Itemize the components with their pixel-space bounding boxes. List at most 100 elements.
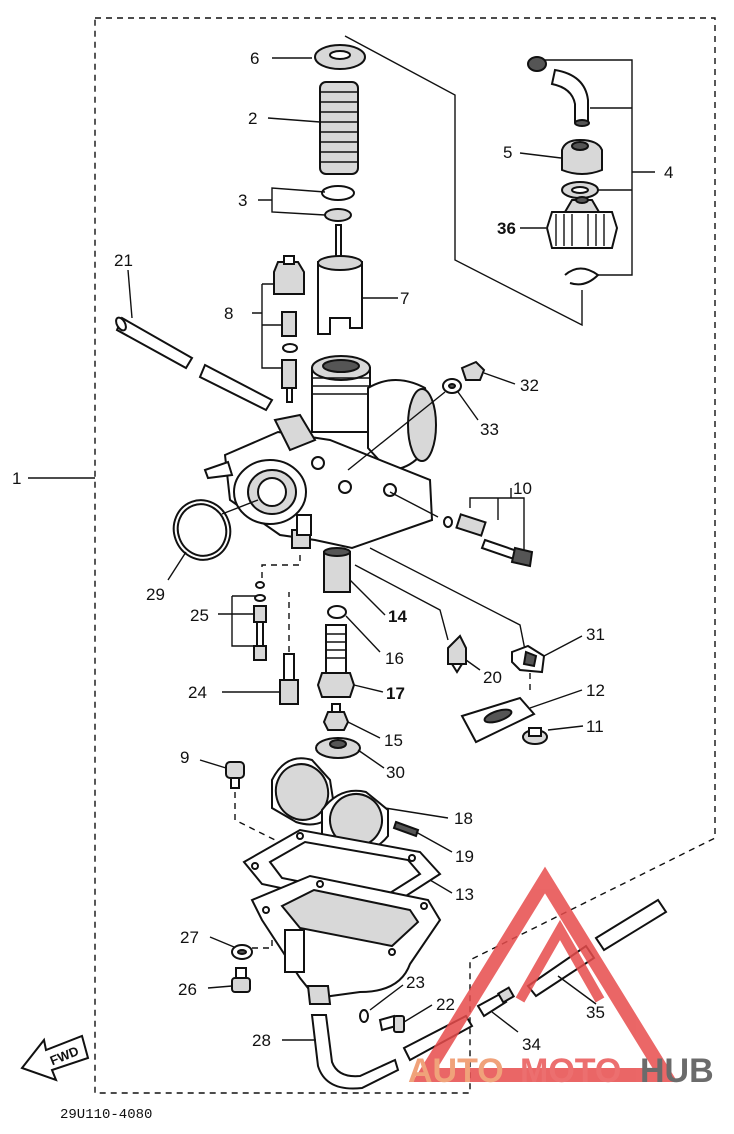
leader-2 [267, 117, 321, 123]
part-float-18 [271, 757, 389, 852]
part-pilot-jet-25 [253, 581, 267, 661]
leader-23 [369, 984, 404, 1011]
leader-27 [209, 936, 235, 948]
callout-21: 21 [114, 251, 133, 270]
watermark-text-moto: MOTO [520, 1052, 621, 1090]
part-clip-ring [564, 267, 600, 286]
part-oring-16 [327, 605, 347, 619]
callout-33: 33 [480, 420, 499, 439]
part-main-jet-15 [322, 703, 350, 731]
part-stop-screw-10 [443, 513, 534, 568]
callout-2: 2 [248, 109, 257, 128]
leader-34 [491, 1011, 519, 1033]
part-tube-21 [115, 316, 274, 412]
part-oring-29 [172, 499, 232, 561]
leader-10 [389, 488, 525, 550]
leader-32-body [347, 391, 446, 471]
callout-29: 29 [146, 585, 165, 604]
callout-32: 32 [520, 376, 539, 395]
callout-36: 36 [497, 219, 516, 238]
watermark-text-auto: AUTO [408, 1052, 504, 1090]
callout-11: 11 [586, 717, 604, 736]
leader-32 [483, 372, 516, 385]
leader-20 [465, 659, 481, 671]
part-washer-30 [315, 737, 361, 759]
part-starter-jet-24 [279, 653, 299, 705]
callout-5: 5 [503, 143, 512, 162]
callout-17: 17 [386, 684, 405, 703]
leader-5 [519, 152, 562, 159]
callout-16: 16 [385, 649, 404, 668]
callout-4: 4 [664, 163, 673, 182]
part-float-needle-20 [447, 634, 467, 674]
part-throttle-valve-7 [317, 255, 363, 335]
part-screw-22 [378, 1014, 405, 1033]
part-screw-9 [225, 761, 245, 789]
callout-19: 19 [455, 847, 474, 866]
leader-12 [529, 689, 583, 709]
callout-10: 10 [513, 479, 532, 498]
leader-21 [127, 269, 133, 319]
leader-29-body [221, 499, 259, 515]
callout-13: 13 [455, 885, 474, 904]
callout-25: 25 [190, 606, 209, 625]
callout-35: 35 [586, 1003, 605, 1022]
callout-22: 22 [436, 995, 455, 1014]
callout-9: 9 [180, 748, 189, 767]
leader-body-right [354, 547, 526, 651]
leader-19 [415, 831, 453, 853]
leader-16 [345, 615, 381, 653]
leader-4-bracket [540, 59, 655, 276]
assembly-outline [94, 17, 716, 1094]
callout-1: 1 [12, 469, 21, 488]
callout-8: 8 [224, 304, 233, 323]
part-washer-33 [442, 378, 462, 394]
part-drain-screw-26 [231, 967, 251, 993]
watermark-logo [412, 866, 678, 1082]
part-plate-12 [460, 696, 536, 744]
leader-9-down [234, 792, 286, 870]
callout-7: 7 [400, 289, 409, 308]
callout-12: 12 [586, 681, 605, 700]
callout-6: 6 [250, 49, 259, 68]
leader-9 [199, 759, 227, 769]
part-main-nozzle-17 [316, 624, 356, 698]
part-cable-elbow-4 [527, 56, 590, 127]
leader-35 [557, 975, 597, 1005]
part-fitting-34 [476, 986, 516, 1018]
part-carburetor-body [203, 355, 437, 550]
part-hose-28 [310, 1014, 400, 1090]
callout-24: 24 [188, 683, 207, 702]
callout-3: 3 [238, 191, 247, 210]
callout-20: 20 [483, 668, 502, 687]
leader-26 [207, 985, 233, 989]
leader-17 [353, 684, 384, 693]
part-cap-36 [545, 196, 619, 249]
leader-13 [429, 879, 453, 894]
callout-26: 26 [178, 980, 197, 999]
part-clip-3 [321, 185, 355, 222]
callout-14: 14 [388, 607, 407, 626]
part-screw-32 [460, 360, 486, 381]
leader-29 [167, 551, 187, 581]
part-spring-2 [319, 81, 359, 175]
leader-15 [347, 721, 381, 739]
callout-34: 34 [522, 1035, 541, 1054]
part-gasket [561, 181, 599, 199]
part-oring-23 [359, 1009, 369, 1023]
leader-8 [252, 283, 282, 369]
leader-27-bowl [252, 936, 273, 949]
callout-18: 18 [454, 809, 473, 828]
part-boot-5 [561, 138, 603, 175]
fwd-arrow-icon [20, 1034, 90, 1082]
leader-25-up [261, 550, 301, 578]
leader-3 [258, 187, 326, 216]
part-float-bowl [250, 874, 442, 1005]
callout-15: 15 [384, 731, 403, 750]
callout-27: 27 [180, 928, 199, 947]
leader-22 [403, 1004, 433, 1023]
part-screw-11 [522, 727, 548, 745]
leader-18 [384, 807, 449, 819]
part-float-pin-19 [392, 820, 420, 838]
